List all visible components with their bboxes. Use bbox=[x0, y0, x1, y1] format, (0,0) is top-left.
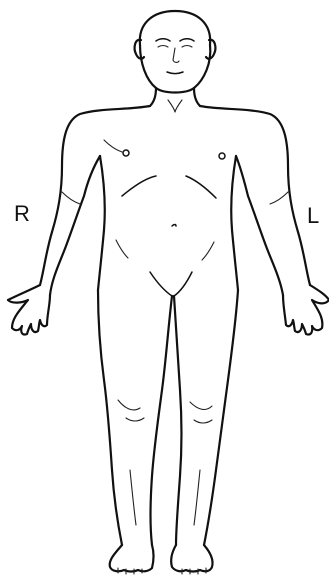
legs bbox=[98, 290, 238, 574]
left-side-label: L bbox=[307, 205, 319, 227]
torso-details bbox=[104, 140, 225, 296]
head bbox=[135, 11, 216, 93]
right-side-label: R bbox=[14, 203, 30, 225]
torso-and-arms bbox=[8, 106, 329, 335]
